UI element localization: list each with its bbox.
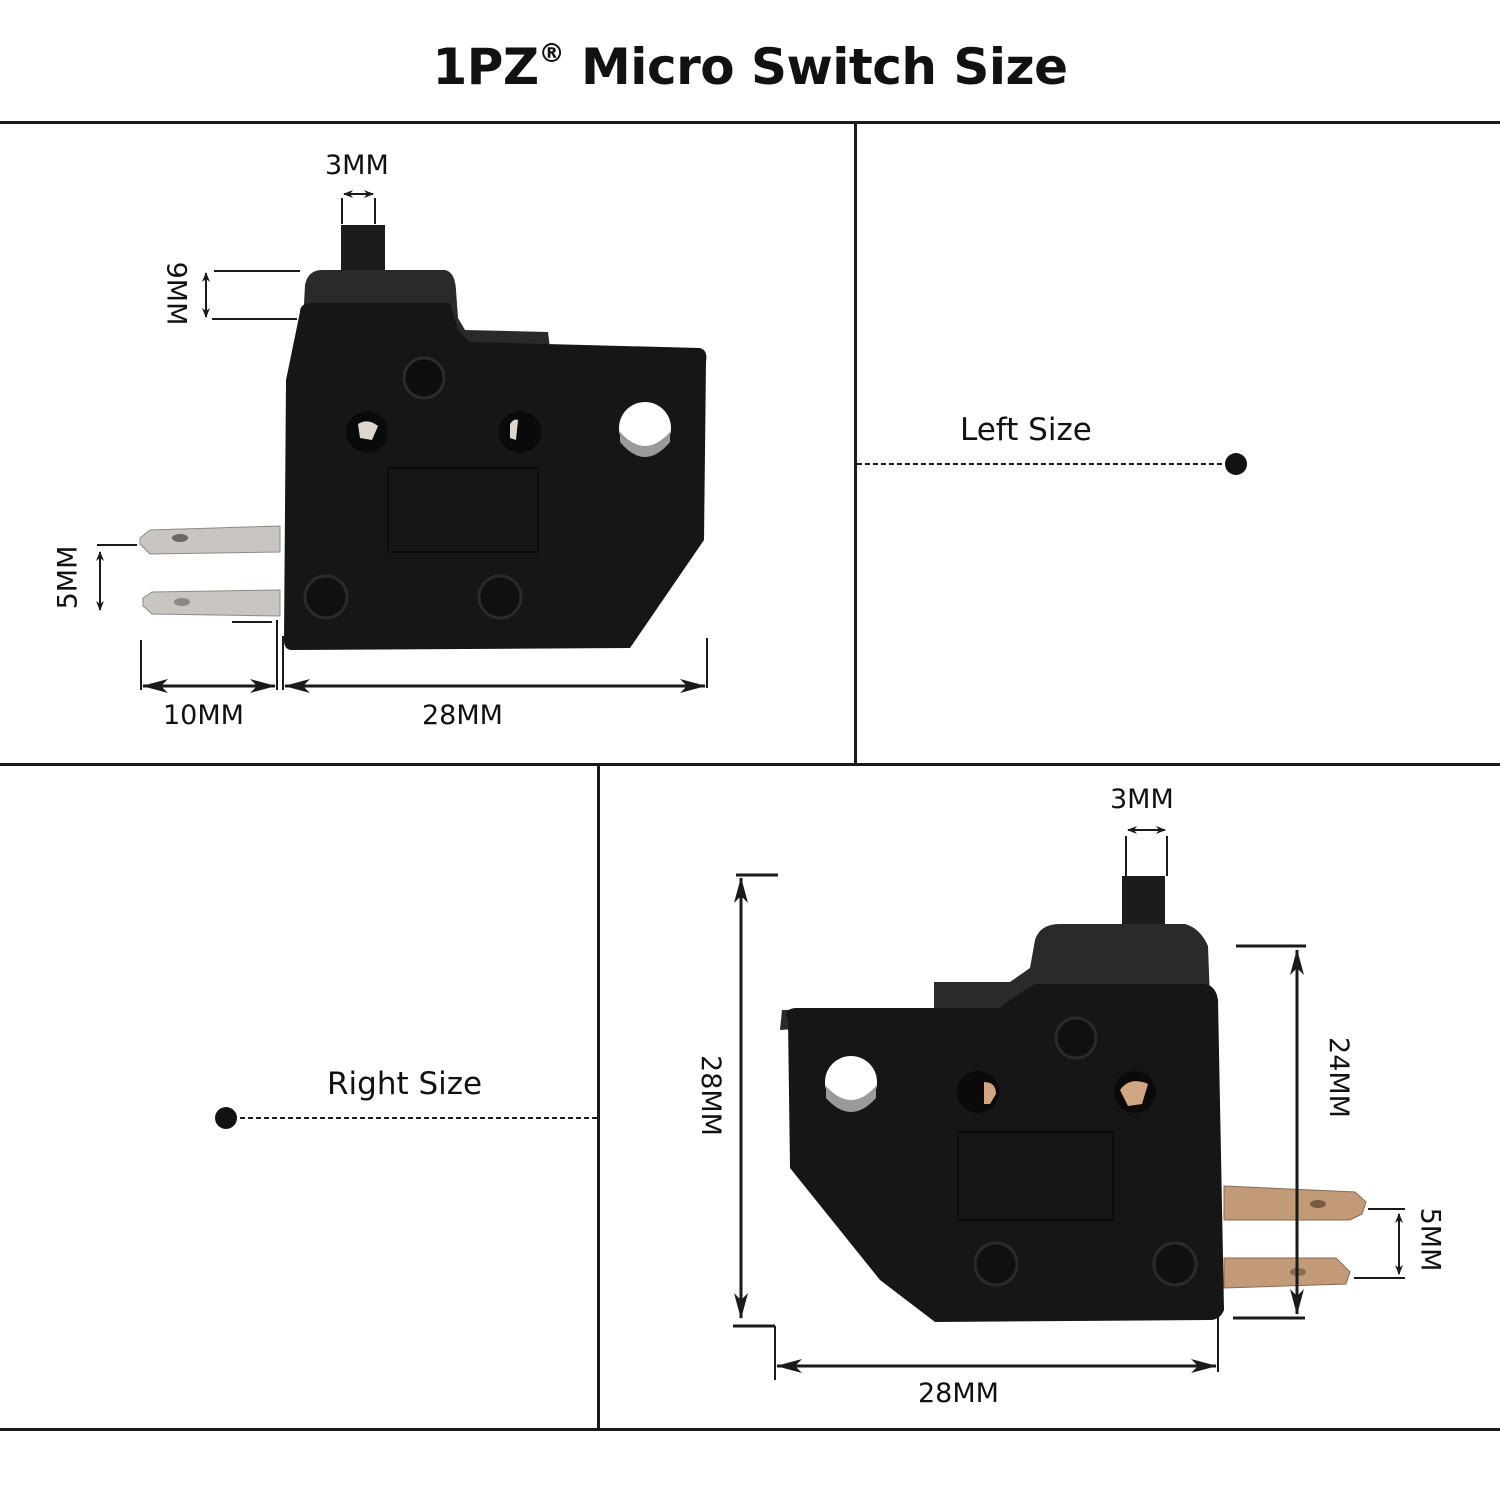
title-text: Micro Switch Size (564, 38, 1068, 96)
left-dim-terminal-spacing (96, 544, 272, 623)
left-size-callout (857, 453, 1247, 475)
right-body-height-label: 28MM (694, 1055, 726, 1136)
page-title: 1PZ® Micro Switch Size (0, 38, 1500, 96)
top-divider (0, 121, 1500, 124)
left-terminal-length-label: 10MM (163, 700, 244, 731)
left-switch-body (284, 303, 707, 650)
right-dim-body-width (776, 1316, 1219, 1373)
bottom-divider (0, 1428, 1500, 1431)
upper-vertical-divider (854, 121, 857, 763)
right-terminals (1223, 1185, 1367, 1289)
right-size-callout (215, 1107, 597, 1129)
left-body-width-label: 28MM (422, 700, 503, 731)
right-switch-body (786, 984, 1224, 1322)
left-actuator-height-label: 9MM (160, 261, 192, 326)
left-dim-actuator-width (341, 190, 376, 224)
right-dim-actuator-width (1125, 826, 1168, 876)
middle-divider (0, 763, 1500, 766)
right-body-width-label: 28MM (918, 1378, 999, 1409)
right-terminal-spacing-label: 5MM (1414, 1207, 1446, 1272)
left-actuator-width-label: 3MM (325, 150, 389, 181)
left-dim-actuator-height (202, 270, 300, 320)
right-terminal-span-label: 24MM (1322, 1037, 1354, 1118)
left-terminal-spacing-label: 5MM (52, 545, 84, 610)
left-dim-widths (140, 620, 708, 693)
right-dim-body-height (733, 873, 778, 1380)
brand-name: 1PZ (432, 38, 539, 96)
right-actuator-width-label: 3MM (1110, 784, 1174, 815)
right-dim-terminal-span (1233, 944, 1306, 1320)
registered-mark: ® (538, 39, 565, 69)
left-terminals (139, 525, 281, 617)
left-size-caption: Left Size (960, 412, 1092, 448)
right-size-caption: Right Size (327, 1066, 483, 1102)
lower-vertical-divider (597, 763, 600, 1430)
right-dim-terminal-spacing (1354, 1208, 1405, 1279)
